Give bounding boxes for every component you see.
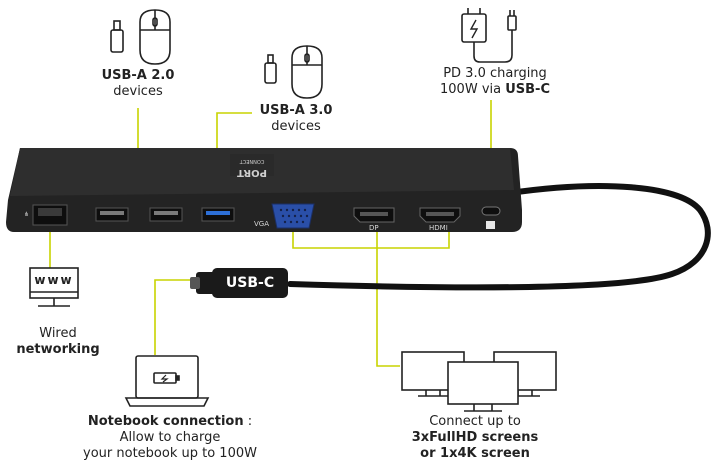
usb-c-pd-port [481,206,501,216]
pd-label-line2-bold: USB-C [505,82,550,97]
laptop-icon [124,355,210,407]
hub-brand-logo: PORT CONNECT [231,156,273,178]
hub-ports: ⋔ [24,203,501,229]
usb-stick-icon [110,29,124,53]
network-icon [29,267,79,307]
usb3-device-icons [264,45,323,99]
pd-label-line2-prefix: 100W via [440,82,506,97]
hdmi-port-contacts [426,212,454,216]
dp-port-contacts [360,212,388,216]
hub-brand-sub-text: CONNECT [239,158,265,164]
pd-port-icon [486,221,495,229]
screens-label-line3: or 1x4K screen [420,446,530,461]
mouse-wheel-icon-2 [304,53,310,63]
monitor-center-icon [447,361,519,405]
usb2-port-1-tongue [100,211,124,215]
usb3-port-tongue [206,211,230,215]
charger-icon [461,8,517,63]
monitor-left-stand-icon [418,390,448,397]
laptop-base-icon [124,397,210,407]
usb-c-connector-icon [507,15,517,31]
notebook-label-bold: Notebook connection [87,414,244,429]
dp-port-label: DP [369,224,379,232]
power-adapter-prongs-icon [467,8,481,14]
notebook-label: Notebook connection : Allow to charge yo… [70,414,270,462]
leader-lines [49,100,492,367]
network-label-line1: Wired [39,326,77,341]
mouse-wheel-icon [152,17,158,27]
usb-c-tag [212,268,288,298]
usb-stick-connector-icon [113,20,121,31]
usb2-label-normal: devices [113,84,163,99]
hub-brand-text: PORT [237,167,267,178]
pd-label: PD 3.0 charging 100W via USB-C [430,66,560,98]
usb2-label: USB-A 2.0 devices [90,68,186,100]
network-icon-text: www [34,273,74,287]
leader-notebook [154,279,196,355]
hdmi-port-label: HDMI [429,224,448,232]
laptop-screen-icon [135,355,199,399]
pd-label-line1: PD 3.0 charging [443,66,547,81]
monitor-center-stand-icon [464,404,502,412]
vga-port-pins [279,208,309,224]
usb-stick-icon-2 [264,62,277,84]
usb-c-plug-tip [190,277,200,289]
monitors-icon [401,351,557,412]
usb2-label-bold: USB-A 2.0 [101,68,175,83]
usb2-device-icons [110,9,171,65]
screens-label: Connect up to 3xFullHD screens or 1x4K s… [400,414,550,462]
battery-icon [153,372,177,384]
network-label-bold: networking [16,342,100,357]
notebook-label-line3: your notebook up to 100W [83,446,257,461]
usb-c-cable [287,183,711,291]
network-box-icon [29,267,79,299]
usb-c-tag-label: USB-C [225,275,275,291]
leader-displays [292,228,450,249]
network-tree-icon [30,291,78,307]
battery-tip-icon [175,375,180,381]
notebook-label-suffix: : [243,414,253,429]
screens-label-line1: Connect up to [429,414,521,429]
usb-stick-connector-icon-2 [267,54,274,64]
usb-c-connector-tip-icon [509,10,515,16]
mouse-icon [139,9,171,65]
network-label: Wired networking [10,326,106,358]
vga-port-label: VGA [254,220,270,228]
network-port-icon: ⋔ [24,211,29,218]
screens-label-line2: 3xFullHD screens [411,430,539,445]
bolt-icon [469,19,479,39]
mouse-icon-2 [291,45,323,99]
power-adapter-icon [461,13,487,43]
battery-bolt-icon [160,374,169,383]
hub-logo-plate [230,154,274,176]
usb2-port-2-tongue [154,211,178,215]
usb3-label-normal: devices [271,119,321,134]
usb3-label-bold: USB-A 3.0 [259,103,333,118]
notebook-label-line2: Allow to charge [119,430,221,445]
usb3-label: USB-A 3.0 devices [248,103,344,135]
leader-screens [376,248,400,367]
charger-cable-icon [473,30,513,63]
ethernet-port-contacts [38,208,62,216]
